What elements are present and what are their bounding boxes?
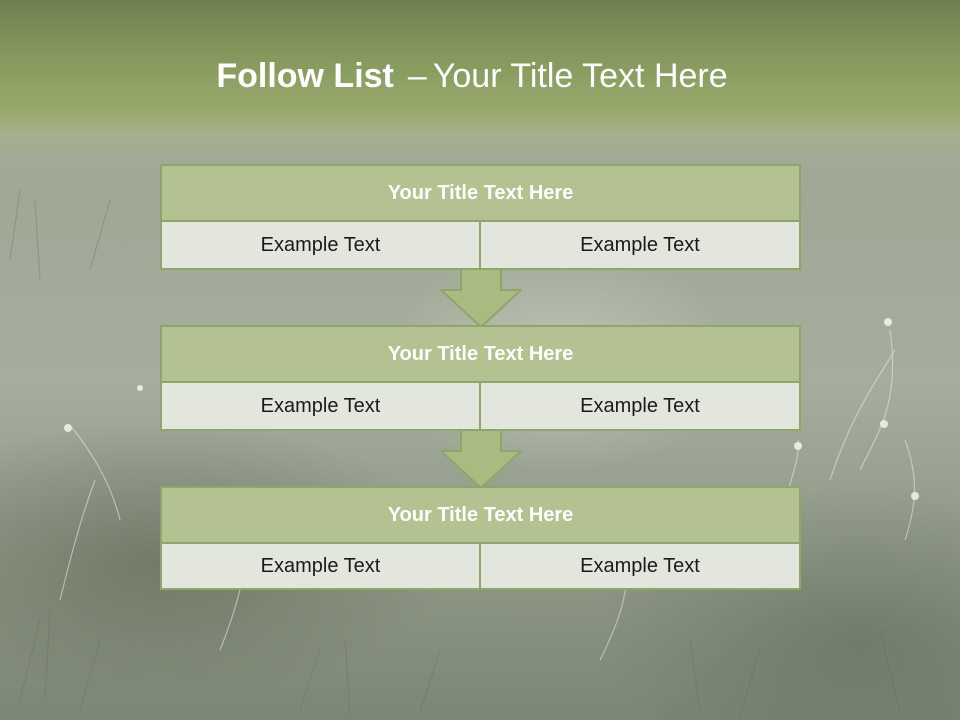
block-cell-left: Example Text: [160, 220, 481, 270]
slide-title: Follow List–Your Title Text Here: [0, 56, 944, 96]
block-title: Your Title Text Here: [160, 164, 801, 222]
down-arrow-icon: [440, 429, 522, 489]
block-title: Your Title Text Here: [160, 325, 801, 383]
title-bold-part: Follow List: [216, 57, 394, 95]
list-block-3: Your Title Text Here Example Text Exampl…: [160, 486, 801, 592]
block-title: Your Title Text Here: [160, 486, 801, 544]
down-arrow-icon: [440, 268, 522, 328]
list-block-2: Your Title Text Here Example Text Exampl…: [160, 325, 801, 431]
header-band: [0, 0, 960, 160]
block-cell-left: Example Text: [160, 542, 481, 590]
block-cell-right: Example Text: [479, 542, 801, 590]
title-separator: –: [407, 57, 427, 95]
list-block-1: Your Title Text Here Example Text Exampl…: [160, 164, 801, 270]
block-cell-right: Example Text: [479, 381, 801, 431]
block-cell-left: Example Text: [160, 381, 481, 431]
block-cell-right: Example Text: [479, 220, 801, 270]
title-rest-part: Your Title Text Here: [432, 57, 728, 95]
